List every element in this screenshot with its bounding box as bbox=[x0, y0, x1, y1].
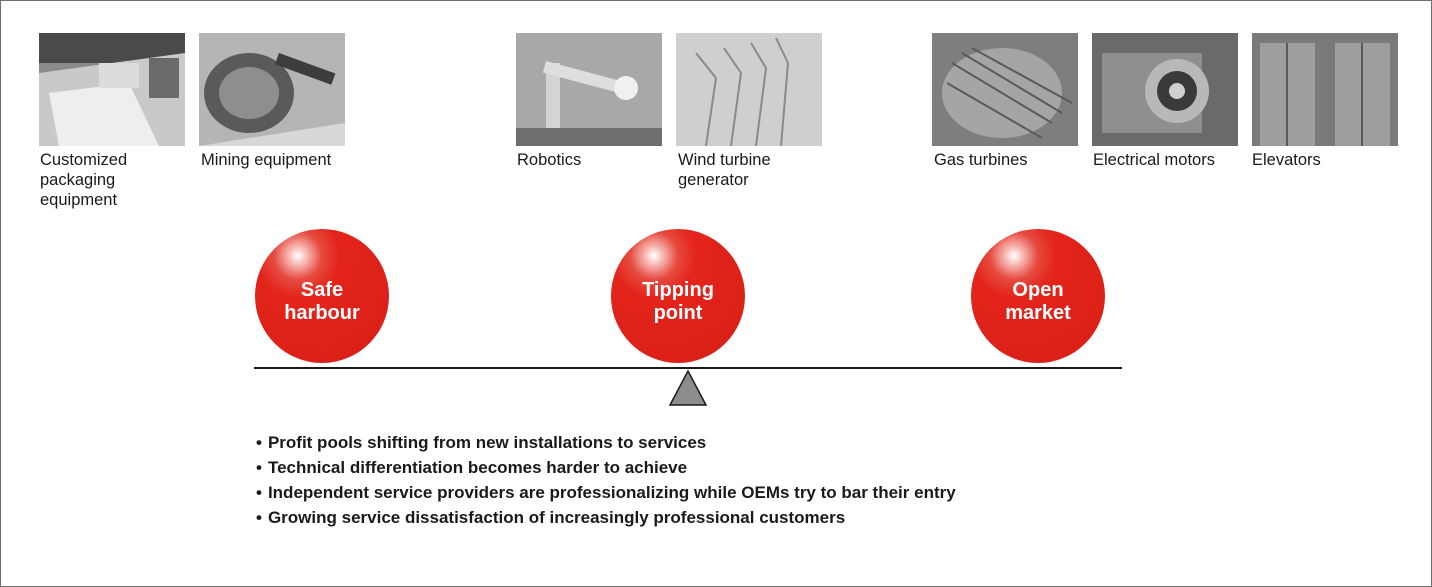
caption-wind-turbine: Wind turbine generator bbox=[678, 151, 771, 189]
list-item: Growing service dissatisfaction of incre… bbox=[256, 505, 956, 530]
safe-harbour-ball: Safe harbour bbox=[255, 229, 389, 363]
caption-electrical-motors: Electrical motors bbox=[1093, 151, 1215, 169]
elevator-photo bbox=[1252, 33, 1398, 146]
electrical-motor-photo bbox=[1092, 33, 1238, 146]
open-market-label: Open market bbox=[1005, 279, 1071, 324]
list-item: Independent service providers are profes… bbox=[256, 480, 956, 505]
tipping-point-label: Tipping point bbox=[642, 279, 714, 324]
robotics-photo bbox=[516, 33, 662, 146]
gas-turbine-photo bbox=[932, 33, 1078, 146]
caption-robotics: Robotics bbox=[517, 151, 582, 169]
caption-packaging-equipment: Customized packaging equipment bbox=[40, 151, 128, 209]
safe-harbour-label: Safe harbour bbox=[284, 279, 360, 324]
list-item: Profit pools shifting from new installat… bbox=[256, 430, 956, 455]
packaging-equipment-photo bbox=[39, 33, 185, 146]
caption-elevators: Elevators bbox=[1252, 151, 1321, 169]
wind-turbine-photo bbox=[676, 33, 822, 146]
caption-gas-turbines: Gas turbines bbox=[934, 151, 1028, 169]
list-item: Technical differentiation becomes harder… bbox=[256, 455, 956, 480]
mining-equipment-photo bbox=[199, 33, 345, 146]
fulcrum-triangle-icon bbox=[668, 369, 708, 406]
key-trends-list: Profit pools shifting from new installat… bbox=[256, 430, 956, 530]
balance-beam bbox=[254, 367, 1122, 369]
open-market-ball: Open market bbox=[971, 229, 1105, 363]
caption-mining-equipment: Mining equipment bbox=[201, 151, 332, 169]
tipping-point-ball: Tipping point bbox=[611, 229, 745, 363]
